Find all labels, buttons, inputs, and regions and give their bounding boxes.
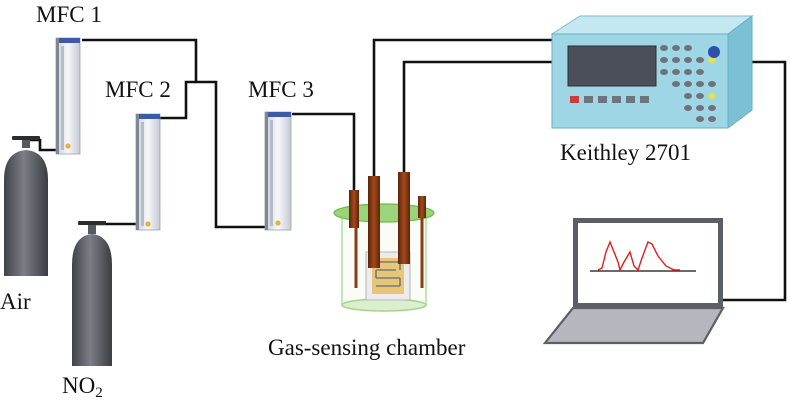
mfc2-label: MFC 2 [105, 77, 171, 102]
mfc2-to-manifold-line [160, 80, 196, 120]
mfc1-to-mfc3-line [82, 38, 265, 229]
electrode-wire-1 [372, 38, 562, 176]
mfc3-to-chamber-line [292, 112, 356, 190]
chamber-label: Gas-sensing chamber [268, 335, 466, 360]
electrode-rod-3 [398, 172, 410, 264]
electrode-rod-2 [368, 176, 380, 268]
sensor-response-plot [590, 240, 696, 273]
keithley-label: Keithley 2701 [560, 140, 691, 165]
mfc1-device [55, 37, 81, 155]
no2-label-subscript: 2 [95, 385, 103, 401]
mfc2-device [135, 113, 161, 231]
signal-wires [372, 38, 787, 302]
keithley-meter [550, 15, 754, 129]
air-line [24, 138, 56, 152]
electrode-wire-2 [402, 60, 562, 172]
no2-label: NO2 [62, 373, 103, 401]
no2-label-main: NO [62, 373, 96, 398]
meter-to-laptop-wire [722, 60, 787, 302]
no2-cylinder [72, 221, 112, 366]
gas-sensing-chamber [333, 172, 435, 312]
mfc1-label: MFC 1 [36, 2, 102, 27]
air-cylinder [4, 136, 48, 276]
mfc3-device [264, 111, 292, 231]
laptop [542, 218, 725, 345]
sensor-chip [365, 251, 411, 301]
mfc3-label: MFC 3 [248, 77, 314, 102]
air-label: Air [0, 289, 31, 314]
electrode-rod-4 [418, 196, 426, 218]
electrode-rod-1 [349, 190, 359, 228]
